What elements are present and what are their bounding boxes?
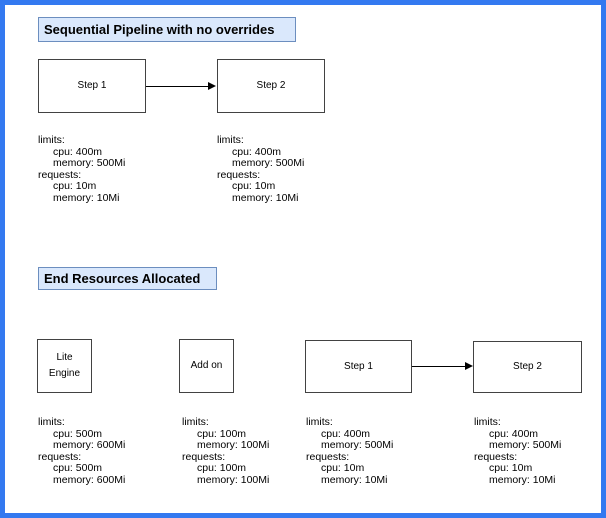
node-label: Step 2: [256, 80, 286, 91]
arrow-step1-to-step2-bottom: [412, 362, 473, 370]
resources-lite-engine: limits: cpu: 500m memory: 600Mi requests…: [38, 416, 126, 486]
requests-label: requests:: [217, 168, 261, 181]
limits-label: limits:: [38, 416, 65, 428]
node-label: Step 1: [344, 360, 373, 372]
node-label: Add on: [190, 360, 223, 371]
request-memory: memory: 10Mi: [53, 191, 120, 204]
node-step2-top: Step 2: [217, 59, 325, 113]
resources-step2-bottom: limits: cpu: 400m memory: 500Mi requests…: [474, 416, 562, 486]
limit-cpu: cpu: 400m: [232, 145, 282, 158]
resources-step1-bottom: limits: cpu: 400m memory: 500Mi requests…: [306, 416, 394, 486]
limits-label: limits:: [474, 416, 501, 428]
limit-cpu: cpu: 400m: [489, 427, 539, 440]
request-memory: memory: 10Mi: [232, 191, 299, 204]
limits-label: limits:: [182, 416, 209, 428]
request-memory: memory: 10Mi: [321, 473, 388, 486]
node-step1-top: Step 1: [38, 59, 146, 113]
request-memory: memory: 10Mi: [489, 473, 556, 486]
limit-memory: memory: 500Mi: [53, 157, 126, 169]
limit-cpu: cpu: 400m: [53, 145, 103, 158]
request-cpu: cpu: 10m: [53, 180, 97, 192]
limit-memory: memory: 500Mi: [489, 439, 562, 451]
request-cpu: cpu: 100m: [197, 462, 247, 474]
requests-label: requests:: [38, 450, 82, 463]
limit-memory: memory: 600Mi: [53, 439, 126, 451]
requests-label: requests:: [38, 168, 82, 181]
resources-step1-top: limits: cpu: 400m memory: 500Mi requests…: [38, 134, 126, 204]
limit-cpu: cpu: 100m: [197, 427, 247, 440]
requests-label: requests:: [474, 450, 518, 463]
request-cpu: cpu: 10m: [232, 180, 276, 192]
limits-label: limits:: [217, 134, 244, 146]
resources-add-on: limits: cpu: 100m memory: 100Mi requests…: [182, 416, 270, 486]
node-label: Step 2: [513, 361, 542, 372]
limit-memory: memory: 100Mi: [197, 439, 270, 451]
node-step1-bottom: Step 1: [305, 340, 412, 393]
request-cpu: cpu: 10m: [321, 462, 365, 474]
limit-cpu: cpu: 400m: [321, 427, 371, 440]
node-add-on: Add on: [179, 339, 234, 393]
node-label: Step 1: [77, 80, 107, 91]
section-title-end-resources: End Resources Allocated: [38, 267, 217, 290]
section-title-text: End Resources Allocated: [44, 271, 201, 286]
request-cpu: cpu: 10m: [489, 462, 533, 474]
request-cpu: cpu: 500m: [53, 462, 103, 474]
arrow-step1-to-step2-top: [146, 82, 216, 90]
limits-label: limits:: [38, 134, 65, 146]
resources-step2-top: limits: cpu: 400m memory: 500Mi requests…: [217, 134, 305, 204]
requests-label: requests:: [182, 450, 226, 463]
limit-memory: memory: 500Mi: [321, 439, 394, 451]
request-memory: memory: 600Mi: [53, 473, 126, 486]
section-title-sequential-pipeline: Sequential Pipeline with no overrides: [38, 17, 296, 42]
node-label: Lite Engine: [48, 352, 81, 379]
node-step2-bottom: Step 2: [473, 341, 582, 393]
limit-cpu: cpu: 500m: [53, 427, 103, 440]
section-title-text: Sequential Pipeline with no overrides: [44, 22, 275, 37]
requests-label: requests:: [306, 450, 350, 463]
request-memory: memory: 100Mi: [197, 473, 270, 486]
limits-label: limits:: [306, 416, 333, 428]
limit-memory: memory: 500Mi: [232, 157, 305, 169]
node-lite-engine: Lite Engine: [37, 339, 92, 393]
